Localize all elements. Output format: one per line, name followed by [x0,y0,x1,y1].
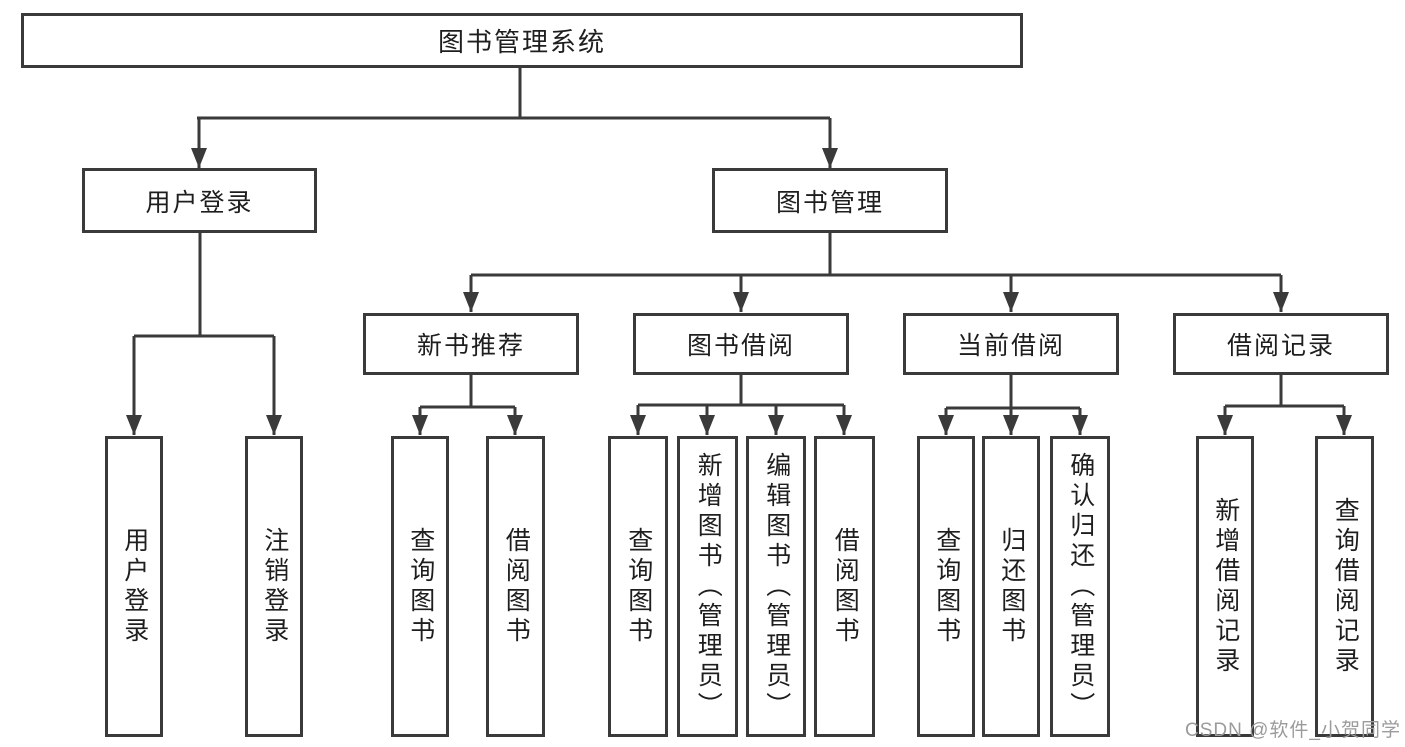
leaf-query-books: 查询图书 [391,436,449,737]
node-label: 归还图书 [997,526,1026,647]
node-label: 注销登录 [260,526,289,647]
node-label: 新增借阅记录 [1211,496,1240,677]
leaf-query-books: 查询图书 [917,436,975,737]
leaf-query-borrow-record: 查询借阅记录 [1315,436,1374,737]
node-label: 编辑图书（管理员） [762,451,791,722]
node-label: 查询借阅记录 [1331,496,1360,677]
leaf-borrow-books: 借阅图书 [486,436,545,737]
node-label: 图书管理系统 [437,27,606,57]
leaf-logout: 注销登录 [245,436,303,737]
node-label: 用户登录 [145,188,254,217]
node-new-book-recommend: 新书推荐 [363,313,579,375]
node-label: 用户登录 [120,526,149,647]
node-label: 借阅图书 [831,526,860,647]
node-label: 新书推荐 [416,332,525,360]
leaf-confirm-return-admin: 确认归还（管理员） [1050,436,1110,737]
node-label: 确认归还（管理员） [1066,451,1095,722]
leaf-query-books: 查询图书 [608,436,668,737]
node-label: 查询图书 [624,526,653,647]
node-label: 当前借阅 [956,332,1065,360]
node-book-borrow: 图书借阅 [633,313,849,375]
csdn-watermark: CSDN @软件_小贺同学 [1185,720,1401,741]
node-library-system-root: 图书管理系统 [21,13,1023,68]
node-label: 图书借阅 [686,332,795,360]
leaf-add-borrow-record: 新增借阅记录 [1196,436,1254,737]
node-borrow-records: 借阅记录 [1173,313,1389,375]
node-label: 借阅图书 [502,526,531,647]
leaf-user-login: 用户登录 [105,436,163,737]
node-user-login-branch: 用户登录 [82,168,317,233]
node-label: 新增图书（管理员） [694,451,723,722]
node-book-management-branch: 图书管理 [712,168,948,233]
node-label: 查询图书 [406,526,435,647]
leaf-edit-books-admin: 编辑图书（管理员） [746,436,806,737]
node-current-borrow: 当前借阅 [903,313,1119,375]
leaf-return-books: 归还图书 [982,436,1040,737]
leaf-borrow-books: 借阅图书 [814,436,875,737]
leaf-add-books-admin: 新增图书（管理员） [677,436,738,737]
node-label: 借阅记录 [1226,332,1335,360]
node-label: 查询图书 [932,526,961,647]
node-label: 图书管理 [775,188,884,217]
